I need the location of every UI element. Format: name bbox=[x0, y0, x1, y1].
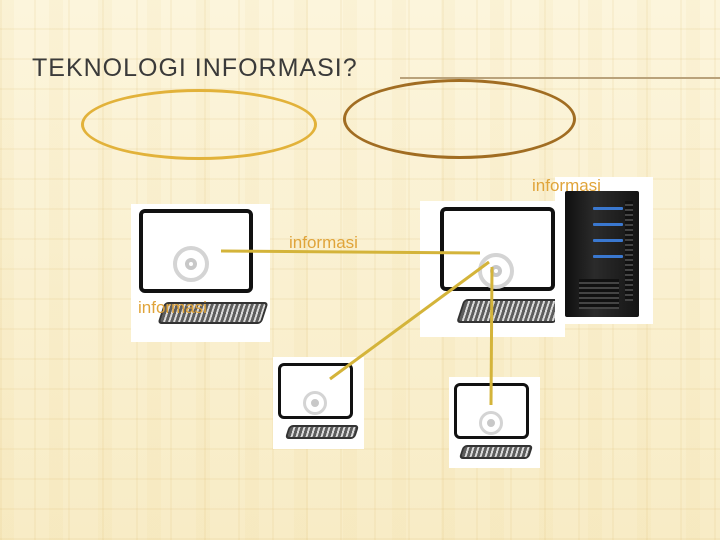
label-server: informasi bbox=[532, 176, 601, 196]
label-left: informasi bbox=[138, 298, 207, 318]
label-center: informasi bbox=[289, 233, 358, 253]
connector-center-bottom-left bbox=[330, 262, 489, 379]
connector-center-bottom-right bbox=[491, 267, 492, 405]
